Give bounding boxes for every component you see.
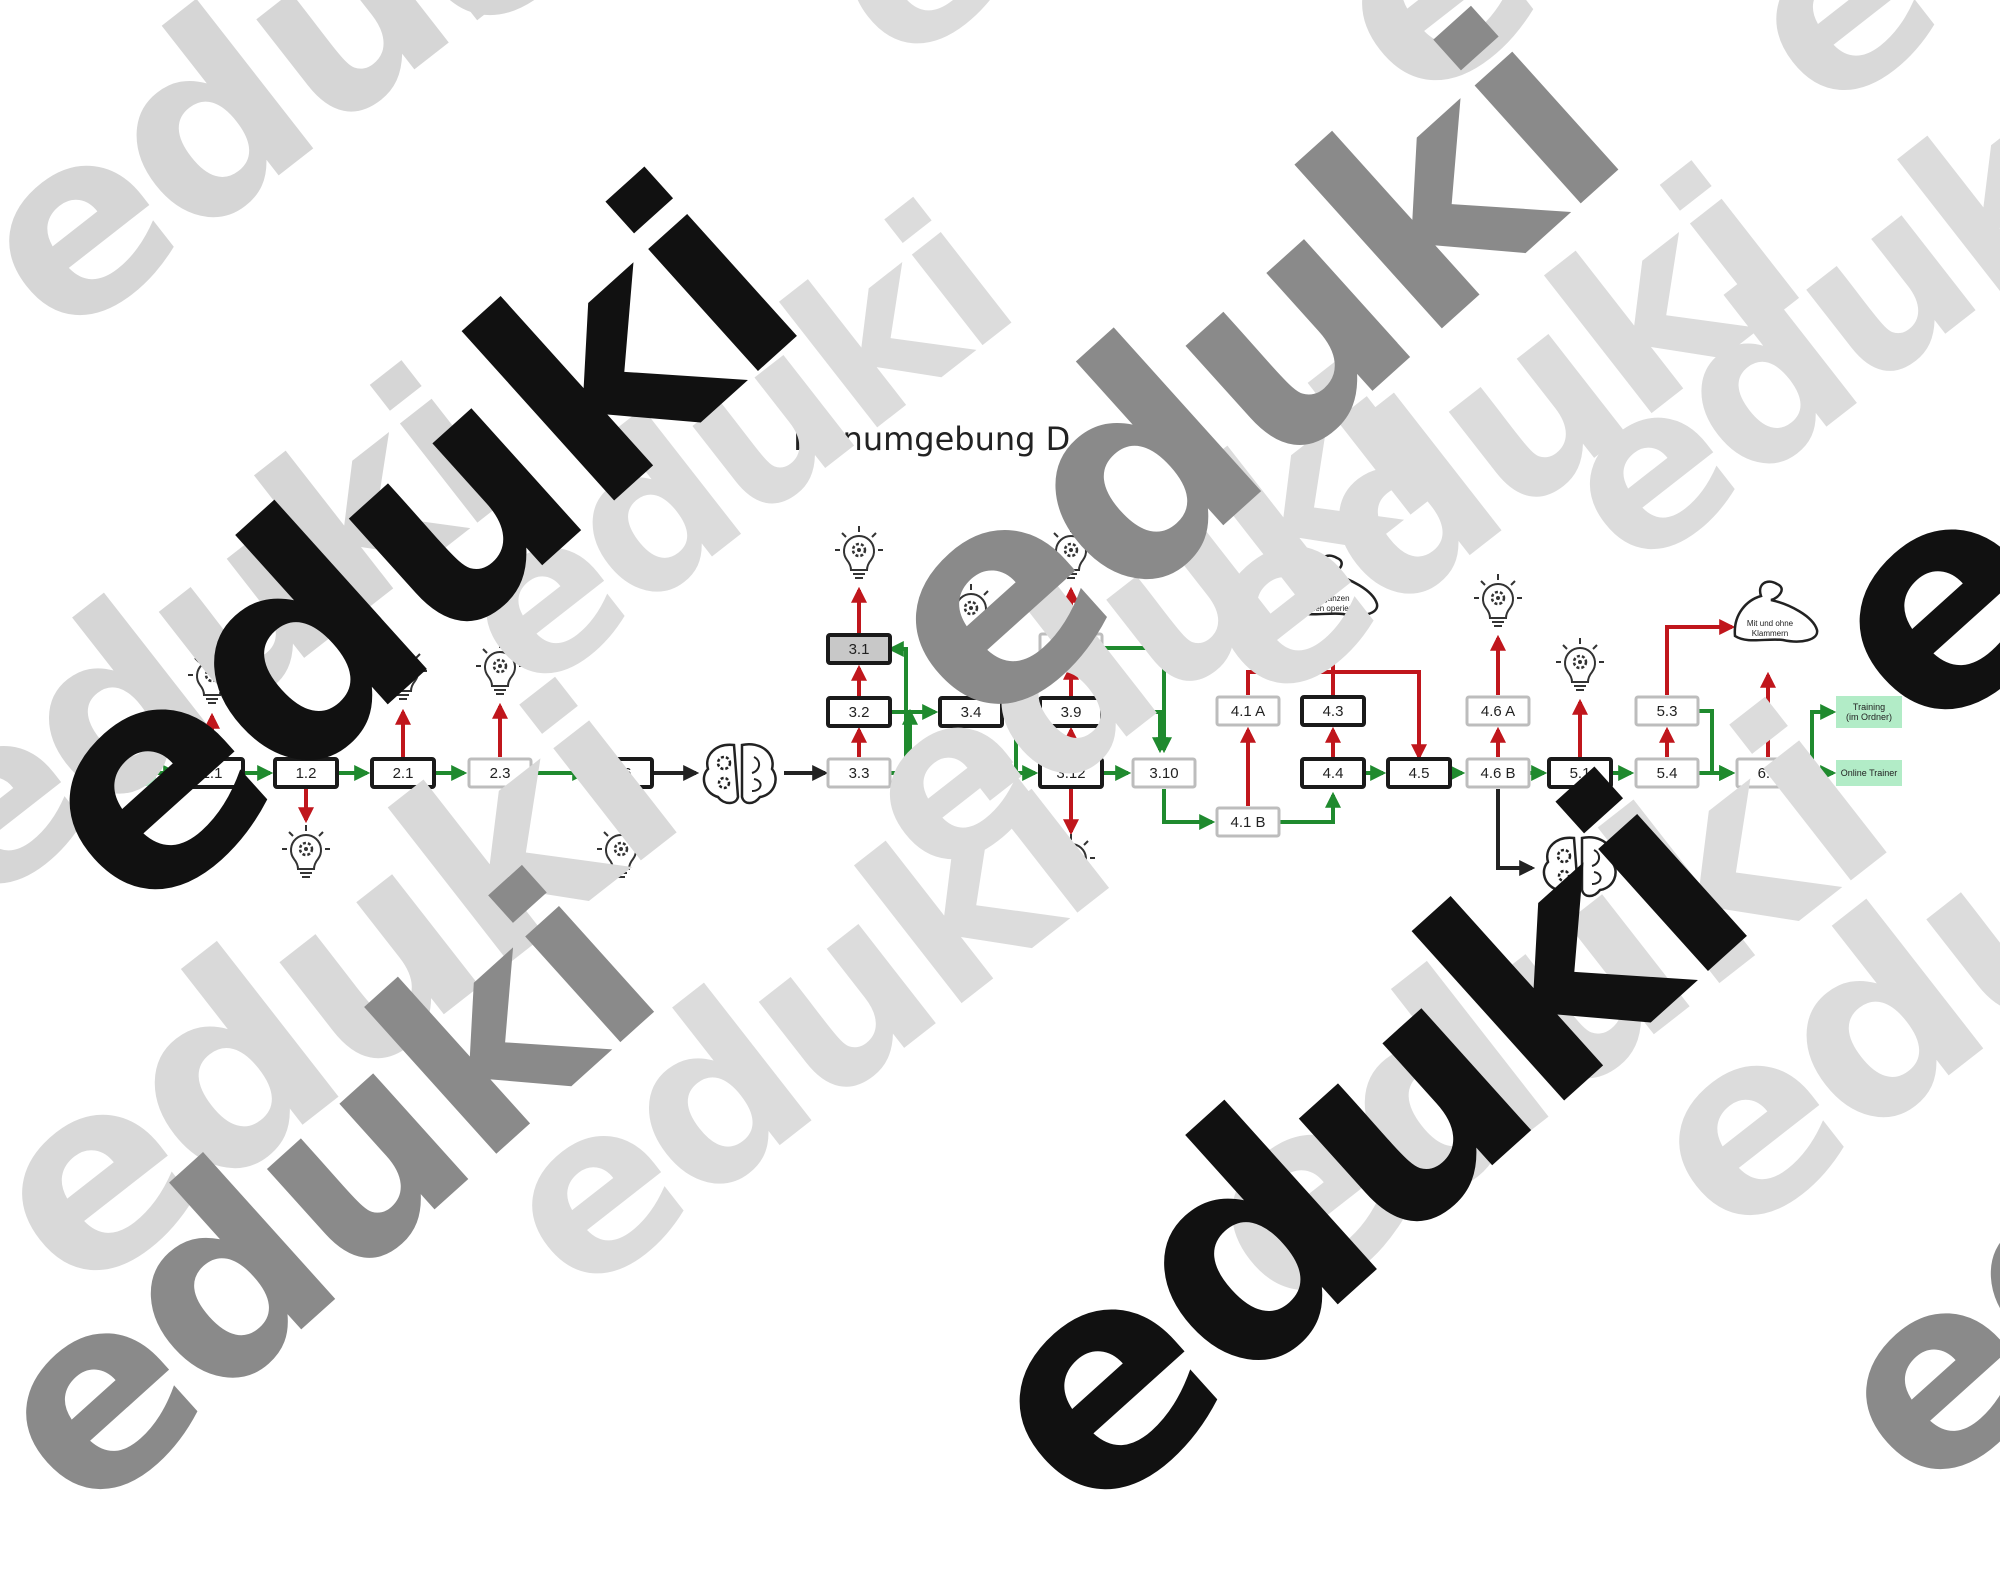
idea-icon-2-6 [597,825,645,878]
node-label: 4.6 B [1480,765,1515,782]
idea-icon-3-1 [835,526,883,579]
node-4-4: 4.4 [1300,757,1366,789]
brain-icon-after-2-6 [702,742,777,805]
idea-icon-1-2 [282,825,330,878]
node-1-1: 1.1 [179,757,245,789]
node-label: 4.6 A [1481,703,1515,720]
node-label: 5.4 [1657,765,1678,782]
node-4-6-A: 4.6 A [1465,695,1531,727]
flexed-arm-icon-6-2 [1733,580,1819,643]
node-label: 4.1 A [1231,703,1265,720]
muscle-note-label: Klammern [1752,629,1788,638]
terminals: Start Training(im Ordner) Online Trainer [88,696,1902,786]
edge-3-4-3-12 [1003,710,1039,781]
node-label: 3.12 [1056,765,1085,782]
node-label: 1.2 [296,765,317,782]
terminal-label: Training [1853,702,1885,712]
node-label: 3.4 [961,704,982,721]
node-4-3: 4.3 [1300,695,1366,727]
node-label: 2.3 [490,765,511,782]
terminal-label: Online Trainer [1841,768,1898,778]
node-2-1: 2.1 [370,757,436,789]
idea-icon-3-4 [947,584,995,637]
flexed-arm-icon-4-3 [1293,554,1379,617]
edge-3-9-3-10 [1103,710,1168,754]
edge-5-3-6-2 [1699,709,1736,781]
node-label: 4.3 [1323,703,1344,720]
node-label: 2.1 [393,765,414,782]
terminal-label: (im Ordner) [1846,712,1892,722]
icons [188,526,1819,898]
muscle-note-label: Mit und ohne [1747,619,1794,628]
idea-icon-5-1 [1556,638,1604,691]
node-2-3: 2.3 [467,757,533,789]
node-5-4: 5.4 [1634,757,1700,789]
node-label: 3.2 [849,704,870,721]
node-3-10: 3.10 [1131,757,1197,789]
node-label: 5.1 [1570,765,1591,782]
online-trainer-terminal: Online Trainer [1836,760,1902,786]
node-label: 1.1 [202,765,223,782]
node-4-1-A: 4.1 A [1215,695,1281,727]
edge-3-6-3-10 [1103,646,1172,754]
diagram-title: Lernumgebung D [793,420,1071,458]
edge-5-3-muscle [1665,619,1736,695]
node-1-2: 1.2 [273,757,339,789]
node-label: 3.9 [1061,704,1082,721]
node-5-1: 5.1 [1547,757,1613,789]
node-label: 5.3 [1657,703,1678,720]
idea-icon-2-1 [379,647,427,700]
node-label: 3.6 [1061,640,1082,657]
idea-icon-2-3 [476,642,524,695]
node-label: 2.6 [611,765,632,782]
node-label: 4.1 B [1230,814,1265,831]
node-4-5: 4.5 [1386,757,1452,789]
training-terminal: Training(im Ordner) [1836,696,1902,728]
node-label: 4.5 [1409,765,1430,782]
node-3-3: 3.3 [826,757,892,789]
node-label: 6.2 [1758,765,1779,782]
edge-6-2-training [1800,704,1837,775]
edges [118,586,1837,876]
node-2-6: 2.6 [588,757,654,789]
muscle-note-label: Zahlen operieren [1300,604,1360,613]
idea-icon-3-6 [1047,526,1095,579]
brain-icon-5-1 [1542,835,1617,898]
node-3-9: 3.9 [1038,696,1104,728]
idea-icon-4-6a [1474,574,1522,627]
edge-3-10-4-1b [1162,789,1216,830]
node-3-2: 3.2 [826,696,892,728]
node-3-6: 3.6 [1038,632,1104,664]
edge-3-3-3-4 [891,708,918,775]
idea-icon-3-12 [1047,834,1095,887]
node-3-1: 3.1 [826,633,892,665]
node-label: 4.4 [1323,765,1344,782]
muscle-note-label: Mit ganzen [1310,594,1349,603]
nodes: 1.1 1.2 2.1 2.3 2.6 3.3 3.2 3.1 3.4 3.6 3.9 3.12 3.1… [179,632,1801,838]
node-label: 3.10 [1149,765,1178,782]
edge-4-6b-brain [1496,789,1536,876]
edge-4-1b-4-4 [1280,791,1341,824]
node-4-6-B: 4.6 B [1465,757,1531,789]
node-label: 3.3 [849,765,870,782]
node-3-12: 3.12 [1038,757,1104,789]
node-6-2: 6.2 [1735,757,1801,789]
node-3-4: 3.4 [938,696,1004,728]
node-5-3: 5.3 [1634,695,1700,727]
node-4-1-B: 4.1 B [1215,806,1281,838]
learning-path-diagram: 1.1 1.2 2.1 2.3 2.6 3.3 3.2 3.1 3.4 3.6 3.9 3.12 3.1… [88,526,1902,898]
start-terminal: Start [88,760,156,786]
idea-icon-1-1 [188,651,236,704]
terminal-label: Start [112,768,132,778]
node-label: 3.1 [849,641,870,658]
